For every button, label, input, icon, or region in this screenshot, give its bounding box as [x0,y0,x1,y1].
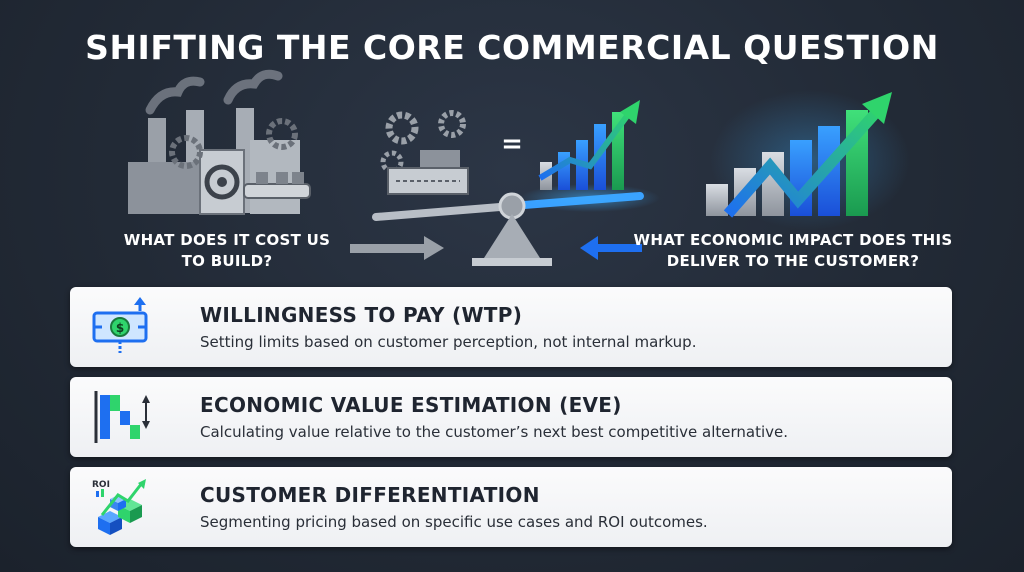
card-description: Segmenting pricing based on specific use… [200,513,708,531]
waterfall-chart-icon [94,391,150,443]
card-heading: CUSTOMER DIFFERENTIATION [200,483,540,507]
comparison-illustration: = [128,69,910,266]
card-heading: ECONOMIC VALUE ESTIMATION (EVE) [200,393,622,417]
growth-chart-icon [706,90,910,230]
roi-blocks-icon: ROI [92,479,146,535]
page-title: SHIFTING THE CORE COMMERCIAL QUESTION [85,28,939,67]
equals-sign: = [501,129,523,159]
left-arrow-icon [350,236,444,260]
card-economic-value-estimation: ECONOMIC VALUE ESTIMATION (EVE) Calculat… [70,377,952,457]
impact-question-caption: WHAT ECONOMIC IMPACT DOES THIS DELIVER T… [633,231,953,270]
card-willingness-to-pay: $ WILLINGNESS TO PAY (WTP) Setting limit… [70,287,952,367]
card-heading: WILLINGNESS TO PAY (WTP) [200,303,523,327]
balance-scale-icon [372,100,660,266]
roi-label: ROI [92,480,110,490]
right-arrow-icon [580,236,642,260]
card-description: Setting limits based on customer percept… [200,333,697,351]
money-bill-icon: $ [92,297,148,353]
cost-question-caption: WHAT DOES IT COST US TO BUILD? [123,231,331,270]
card-description: Calculating value relative to the custom… [200,423,789,441]
svg-text:$: $ [116,321,124,335]
factory-icon [128,69,311,215]
card-customer-differentiation: ROI CUSTOMER DIFFERENTIATION Segmenting … [70,467,952,547]
